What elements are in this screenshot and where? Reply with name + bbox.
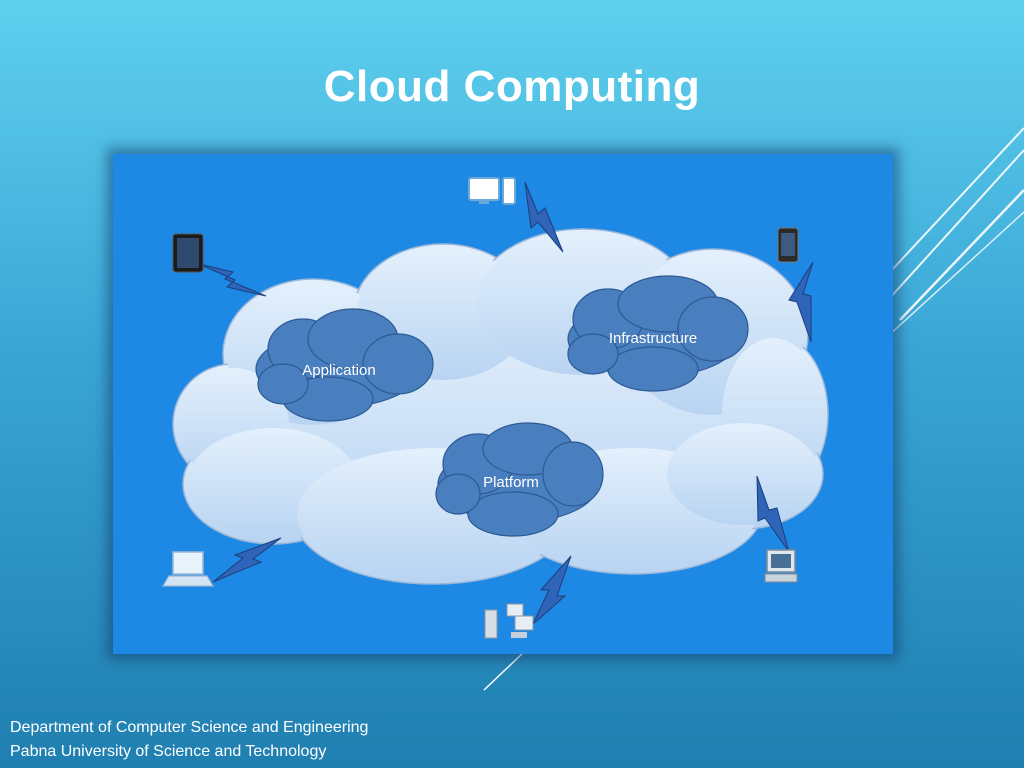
infrastructure-cloud bbox=[567, 275, 749, 392]
lightning-bolt-tablet bbox=[198, 263, 267, 297]
lightning-bolt-laptop bbox=[212, 537, 282, 583]
platform-label: Platform bbox=[483, 474, 539, 491]
footer-department: Department of Computer Science and Engin… bbox=[10, 719, 369, 736]
laptop-icon bbox=[161, 551, 215, 587]
desktop-computer-icon bbox=[764, 549, 798, 583]
monitor-and-phone-icon bbox=[468, 177, 516, 205]
application-label: Application bbox=[302, 362, 375, 379]
footer-university: Pabna University of Science and Technolo… bbox=[10, 743, 327, 760]
cloud-diagram-panel: Application Infrastructure Platform bbox=[113, 154, 893, 654]
infrastructure-label: Infrastructure bbox=[609, 330, 697, 347]
smartphone-icon bbox=[777, 227, 799, 263]
lightning-bolt-servers bbox=[532, 555, 572, 625]
tablet-icon bbox=[172, 233, 204, 273]
application-cloud bbox=[255, 308, 434, 422]
lightning-bolt-monitor bbox=[524, 181, 564, 253]
slide-title: Cloud Computing bbox=[323, 62, 701, 111]
lightning-bolt-smartphone bbox=[788, 261, 814, 343]
servers-icon bbox=[484, 603, 534, 639]
cloud-diagram: Application Infrastructure Platform bbox=[161, 177, 829, 639]
platform-cloud bbox=[435, 422, 604, 537]
footer: Department of Computer Science and Engin… bbox=[10, 716, 368, 764]
